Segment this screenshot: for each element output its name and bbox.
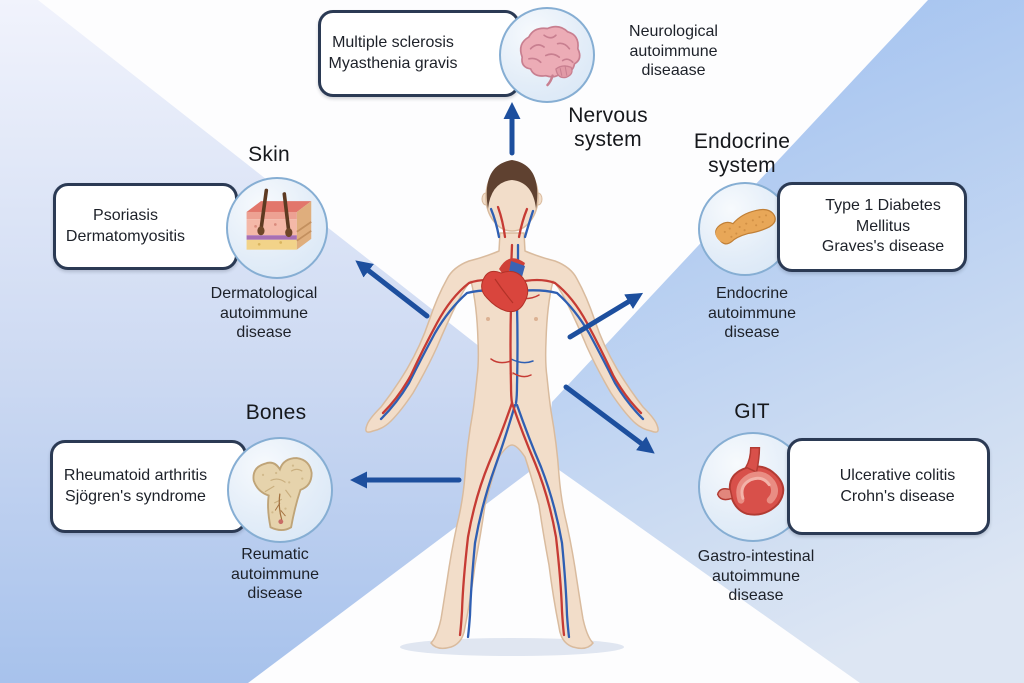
title-skin: Skin bbox=[248, 143, 290, 166]
disease-box-skin: Psoriasis Dermatomyositis bbox=[53, 183, 238, 270]
disease-list-bones: Rheumatoid arthritis Sjögren's syndrome bbox=[63, 466, 208, 505]
disease-box-nervous: Multiple sclerosis Myasthenia gravis bbox=[318, 10, 520, 97]
disease-box-endocrine: Type 1 Diabetes Mellitus Graves's diseas… bbox=[777, 182, 967, 272]
organ-circle-skin bbox=[226, 177, 328, 279]
disease-list-skin: Psoriasis Dermatomyositis bbox=[65, 206, 186, 245]
arteries bbox=[381, 205, 643, 637]
pancreas-icon bbox=[715, 209, 777, 245]
veins bbox=[379, 207, 645, 639]
organ-circle-nervous bbox=[499, 7, 595, 103]
disease-list-endocrine: Type 1 Diabetes Mellitus Graves's diseas… bbox=[821, 196, 945, 256]
human-cardiovascular-figure bbox=[365, 160, 659, 656]
caption-bones: Reumatic autoimmune disease bbox=[230, 546, 320, 603]
arrow-to-git bbox=[563, 384, 655, 454]
caption-nervous: Neurological autoimmune diseaase bbox=[629, 23, 718, 80]
organ-circle-endocrine bbox=[698, 182, 792, 276]
arrow-to-skin bbox=[355, 260, 430, 319]
title-git: GIT bbox=[734, 400, 770, 423]
skin-icon bbox=[246, 188, 312, 250]
disease-box-bones: Rheumatoid arthritis Sjögren's syndrome bbox=[50, 440, 247, 533]
disease-box-git: Ulcerative colitis Crohn's disease bbox=[787, 438, 990, 535]
bone-icon bbox=[252, 457, 313, 532]
title-endocrine: Endocrine system bbox=[693, 130, 791, 177]
caption-git: Gastro-intestinal autoimmune disease bbox=[697, 548, 815, 605]
hair bbox=[486, 160, 538, 209]
title-nervous: Nervous system bbox=[568, 104, 648, 151]
arrow-to-endocrine bbox=[567, 292, 644, 340]
title-bones: Bones bbox=[245, 401, 307, 424]
caption-skin: Dermatological autoimmune disease bbox=[210, 285, 318, 342]
caption-endocrine: Endocrine autoimmune disease bbox=[707, 285, 797, 342]
organ-circle-bones bbox=[227, 437, 333, 543]
disease-list-nervous: Multiple sclerosis Myasthenia gravis bbox=[328, 33, 458, 72]
brain-icon bbox=[519, 25, 581, 86]
disease-list-git: Ulcerative colitis Crohn's disease bbox=[839, 466, 956, 505]
heart bbox=[481, 258, 529, 313]
stomach-icon bbox=[717, 447, 785, 517]
body-silhouette bbox=[365, 160, 659, 650]
